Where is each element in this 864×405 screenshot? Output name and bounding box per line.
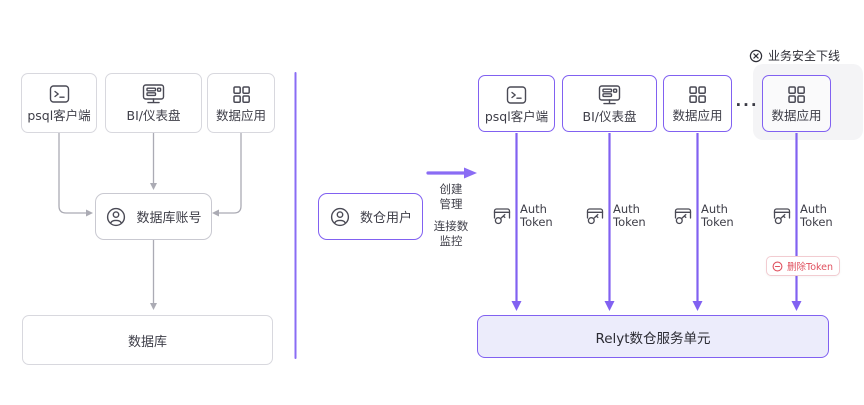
auth-token-4: Auth Token bbox=[770, 203, 833, 228]
warehouse-user-node: 数仓用户 bbox=[318, 193, 423, 240]
relyt-service-unit-node: Relyt数仓服务单元 bbox=[477, 315, 829, 358]
token-icon bbox=[583, 205, 607, 227]
client-label: psql客户端 bbox=[27, 108, 91, 124]
relyt-service-unit-label: Relyt数仓服务单元 bbox=[595, 330, 711, 347]
action-monitor: 监控 bbox=[439, 234, 463, 248]
action-connections: 连接数 bbox=[433, 219, 469, 233]
client-label: psql客户端 bbox=[484, 108, 549, 124]
user-icon bbox=[105, 206, 127, 228]
user-icon bbox=[329, 206, 351, 228]
left-arrowheads bbox=[86, 183, 219, 310]
left-connectors bbox=[58, 133, 242, 303]
right-client-bi-dashboard: BI/仪表盘 bbox=[562, 75, 657, 132]
database-account-label: 数据库账号 bbox=[136, 211, 202, 226]
more-clients-ellipsis: ··· bbox=[735, 96, 759, 114]
left-client-psql: psql客户端 bbox=[21, 73, 97, 133]
client-label: 数据应用 bbox=[672, 108, 723, 124]
create-manage-arrow bbox=[426, 167, 477, 179]
offline-banner-label: 业务安全下线 bbox=[768, 49, 841, 63]
auth-token-label: Auth Token bbox=[520, 202, 553, 229]
right-client-data-app: 数据应用 bbox=[663, 75, 732, 132]
auth-token-label: Auth Token bbox=[613, 202, 646, 229]
client-label: 数据应用 bbox=[215, 107, 266, 123]
database-label: 数据库 bbox=[127, 334, 167, 350]
grid-icon bbox=[786, 84, 807, 105]
action-create: 创建 bbox=[439, 182, 463, 196]
auth-token-3: Auth Token bbox=[671, 203, 734, 228]
terminal-icon bbox=[505, 84, 528, 106]
left-client-data-app: 数据应用 bbox=[207, 73, 275, 133]
offline-banner: 业务安全下线 bbox=[749, 47, 840, 64]
delete-token-label: 删除Token bbox=[787, 262, 834, 273]
token-flow-lines bbox=[515, 133, 798, 302]
auth-token-label: Auth Token bbox=[701, 202, 734, 229]
database-node: 数据库 bbox=[22, 315, 273, 365]
database-account-node: 数据库账号 bbox=[95, 193, 212, 240]
close-circle-icon bbox=[749, 49, 763, 63]
dashboard-icon bbox=[596, 84, 623, 106]
client-label: 数据应用 bbox=[771, 108, 822, 124]
arrow-action-labels: 创建 管理 连接数 监控 bbox=[423, 182, 479, 249]
auth-token-2: Auth Token bbox=[583, 203, 646, 228]
warehouse-user-label: 数仓用户 bbox=[359, 211, 412, 226]
token-icon bbox=[490, 205, 514, 227]
right-client-psql: psql客户端 bbox=[478, 75, 555, 132]
action-manage: 管理 bbox=[439, 197, 463, 211]
token-icon bbox=[770, 205, 794, 227]
grid-icon bbox=[231, 84, 252, 105]
grid-icon bbox=[687, 84, 708, 105]
dashboard-icon bbox=[140, 83, 167, 105]
right-client-data-app-offline: 数据应用 bbox=[762, 75, 831, 132]
token-icon bbox=[671, 205, 695, 227]
terminal-icon bbox=[48, 83, 71, 105]
token-flow-arrowheads bbox=[511, 301, 802, 311]
client-label: BI/仪表盘 bbox=[126, 108, 181, 124]
client-label: BI/仪表盘 bbox=[582, 108, 637, 124]
delete-token-badge: 删除Token bbox=[766, 256, 841, 276]
auth-token-1: Auth Token bbox=[490, 203, 553, 228]
minus-circle-icon bbox=[772, 261, 783, 272]
auth-token-label: Auth Token bbox=[800, 202, 833, 229]
left-client-bi-dashboard: BI/仪表盘 bbox=[105, 73, 202, 133]
